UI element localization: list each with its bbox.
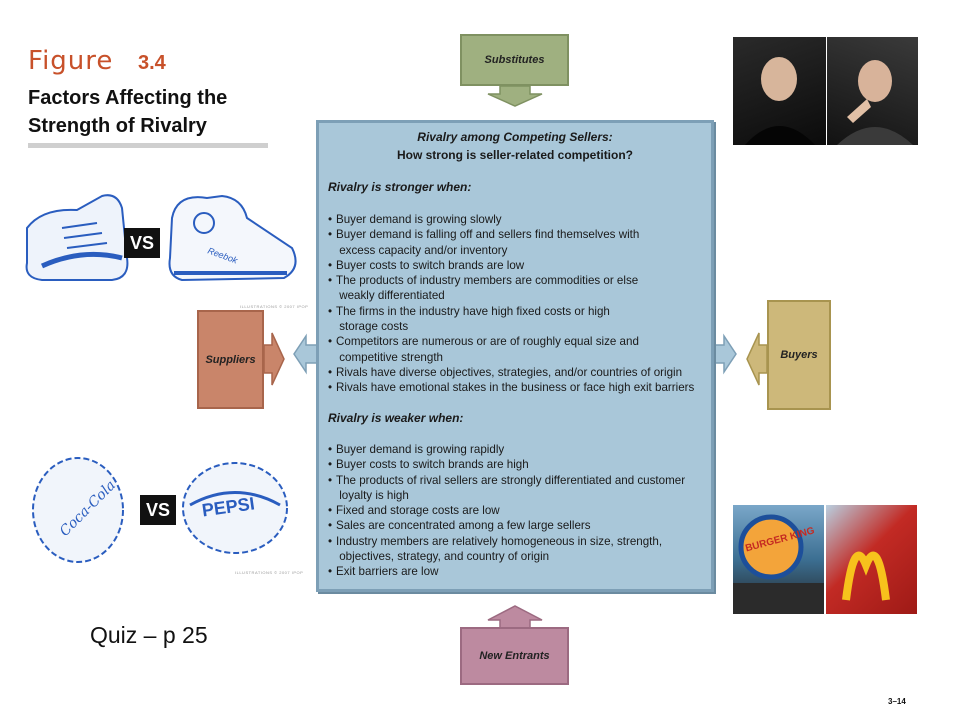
mcdonalds-photo [826,505,917,614]
bottlecaps-illustration: Coca-Cola PEPSI [32,457,288,563]
new-entrants-arrow [487,605,543,629]
list-item: Buyer demand is growing slowly [328,212,708,228]
list-item: Buyer demand is falling off and sellers … [328,227,708,258]
sneakers-illustration: Reebok [25,194,297,282]
steve-jobs-photo [733,37,826,145]
burger-king-photo: BURGER KING [733,505,824,614]
quiz-label: Quiz – p 25 [90,622,208,648]
list-item: Sales are concentrated among a few large… [328,518,708,534]
list-item: Buyer demand is growing rapidly [328,442,708,458]
list-item: Rivals have diverse objectives, strategi… [328,365,708,381]
left-rivalry-arrow [293,333,319,375]
new-entrants-box: New Entrants [460,627,569,685]
buyers-arrow [746,332,768,386]
list-item: Fixed and storage costs are low [328,503,708,519]
rivalry-heading: Rivalry among Competing Sellers: [417,130,613,144]
rivalry-question: How strong is seller-related competition… [396,148,634,162]
rivalry-box: Rivalry among Competing Sellers: How str… [316,120,714,592]
substitutes-arrow [487,85,543,107]
figure-number: 3.4 [138,52,166,74]
illustration-credit: ILLUSTRATIONS © 2007 IPOP [235,570,304,575]
illustration-credit: ILLUSTRATIONS © 2007 IPOP [240,304,309,309]
weaker-list: Buyer demand is growing rapidly Buyer co… [328,442,708,580]
list-item: The products of industry members are com… [328,273,708,304]
right-rivalry-arrow [711,333,737,375]
list-item: The products of rival sellers are strong… [328,473,708,504]
stronger-heading: Rivalry is stronger when: [328,180,472,194]
figure-title: Factors Affecting the Strength of Rivalr… [28,87,228,137]
weaker-heading: Rivalry is weaker when: [328,411,464,425]
list-item: Rivals have emotional stakes in the busi… [328,380,708,396]
list-item: Industry members are relatively homogene… [328,534,708,565]
bill-gates-photo [827,37,918,145]
stronger-list: Buyer demand is growing slowly Buyer dem… [328,212,708,396]
list-item: Exit barriers are low [328,564,708,580]
list-item: Buyer costs to switch brands are low [328,258,708,274]
substitutes-box: Substitutes [460,34,569,86]
list-item: Buyer costs to switch brands are high [328,457,708,473]
title-divider [28,143,268,148]
slide-number: 3–14 [888,697,906,706]
suppliers-arrow [263,332,285,386]
vs-badge-top: VS [124,228,160,258]
list-item: Competitors are numerous or are of rough… [328,334,708,365]
suppliers-box: Suppliers [197,310,264,409]
buyers-box: Buyers [767,300,831,410]
figure-label: Figure [28,46,114,76]
vs-badge-bottom: VS [140,495,176,525]
list-item: The firms in the industry have high fixe… [328,304,708,335]
